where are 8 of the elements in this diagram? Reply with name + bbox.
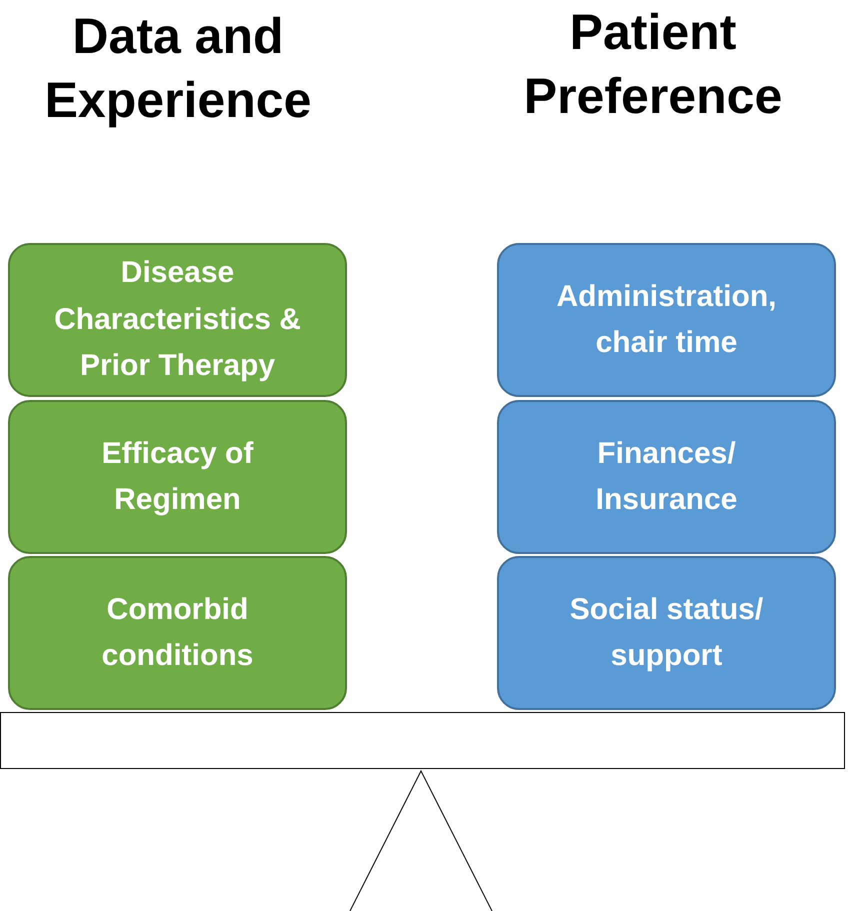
factor-box: Efficacy of Regimen	[8, 400, 347, 554]
factor-box: Disease Characteristics & Prior Therapy	[8, 243, 347, 397]
preference-box: Social status/ support	[497, 556, 836, 710]
preference-box: Administration, chair time	[497, 243, 836, 397]
preference-box: Finances/ Insurance	[497, 400, 836, 554]
factor-box: Comorbid conditions	[8, 556, 347, 710]
column-heading: Patient Preference	[522, 3, 784, 126]
column-heading: Data and Experience	[44, 7, 312, 130]
